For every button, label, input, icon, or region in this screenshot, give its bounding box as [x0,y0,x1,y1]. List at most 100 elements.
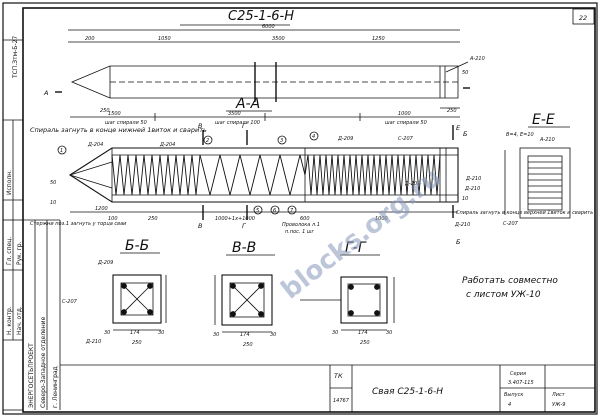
vv-dim-3: 30 [270,332,276,338]
position-5: 5 [256,208,259,214]
dim-wire-note: Проволока л.1 [282,222,320,228]
position-4: 4 [312,134,315,140]
bb-label-1: С-207 [62,299,78,305]
bb-label-3: Д-209 [97,260,113,266]
note-line-1: Работать совместно [462,276,558,286]
dim-right-10: 10 [462,196,468,202]
plan-dim-b: 1050 [158,36,171,42]
plan-dim-overall: 6000 [262,24,275,30]
gg-dim-1: 30 [332,330,338,336]
side-label-4: Рук. гр. [16,241,23,265]
plan-view: 6000 200 1050 3500 1250 А А-210 250 250 … [43,24,485,114]
sheet-number-box [572,8,595,25]
mark-e-top: Е [456,124,461,132]
position-7: 7 [290,208,294,214]
section-b-b: Б-Б С-207 Д-210 Д-209 30 174 30 250 [62,238,167,346]
vv-dim-1: 30 [213,332,219,338]
elevation-title: А-А [235,96,260,112]
rebar-label-5: Д-210 [464,186,480,192]
rebar-label-6: Д-209 [404,181,420,187]
rebar-label-4: С-207 [398,136,414,142]
note-line-2: с листом УЖ-10 [466,290,541,300]
dim-1200: 1200 [95,206,108,212]
sheet-value: УЖ-9 [552,402,565,408]
rebar-label-2: Д-204 [159,142,175,148]
side-label-5: Исполн. [6,170,13,195]
side-label-1: Н. контр. [6,306,13,335]
vv-dim-4: 250 [243,342,253,348]
step-2-length: 3500 [228,111,241,117]
gg-dim-3: 30 [386,330,392,336]
series-label: Серия [510,371,526,377]
issue-label: Выпуск [504,392,523,398]
position-1: 1 [60,148,63,154]
plan-dim-a: 200 [85,36,95,42]
position-3: 3 [280,138,283,144]
section-ee-title: Е-Е [532,112,555,128]
ee-label-1: В=4, Е=10 [506,132,534,138]
inner-frame [22,7,596,413]
section-bb-title: Б-Б [125,238,149,254]
dim-100: 100 [108,216,118,222]
side-stamp: ТСП.Зтм-Б-27 [3,36,23,341]
dim-left-10: 10 [50,200,56,206]
step-3-length: 1000 [398,111,411,117]
elevation-view: 1500 шаг спирали 50 3500 шаг спирали 100… [30,111,593,246]
position-6: 6 [273,208,276,214]
section-v-v: В-В 30 174 30 250 [213,240,276,348]
rebar-label-8: Д-210 [454,222,470,228]
vv-dim-2: 174 [240,332,250,338]
title-block: ЭНЕРГОСЕТЬПРОЕКТ Северо-Западное отделен… [2,170,595,412]
note-hoops: Стержни поз.1 загнуть у торца сваи [30,221,127,227]
rebar-label-9: А-210 [539,137,555,143]
position-2: 2 [206,138,209,144]
mark-g-bottom: Г [242,222,247,230]
note-spiral-right: Спираль загнуть в конце верхней 1виток и… [456,210,593,216]
mark-b-top: В [198,122,203,130]
org-col-3: г. Ленинград [52,366,59,408]
step-1-label: шаг спирали 50 [105,120,147,126]
plan-dim-side: 50 [462,70,468,76]
section-g-g: Г-Г 30 174 30 250 [300,240,395,346]
mark-bb-bottom: Б [456,238,461,246]
sheet-number: 22 [579,14,587,22]
dim-1000: 1000 [375,216,388,222]
section-e-e: Е-Е В=4, Е=10 С-207 [503,112,571,227]
plan-dim-tip: 250 [100,108,110,114]
note-spiral-left: Спираль загнуть в конце нижней 1виток и … [30,126,207,134]
plan-dim-end: 250 [447,108,457,114]
plan-dim-c: 3500 [272,36,285,42]
org-col-2: Северо-Западное отделение [40,316,47,408]
bb-dim-2: 174 [130,330,140,336]
tk-code: 14767 [333,398,350,404]
tk-label: ТК [334,372,343,380]
dim-250: 250 [148,216,158,222]
mark-bb-top: Б [463,130,468,138]
issue-value: 4 [508,402,511,408]
dim-left-50: 50 [50,180,56,186]
drawing-name: Свая С25-1-6-Н [372,387,443,397]
plan-title: С25-1-6-Н [228,9,294,24]
section-vv-title: В-В [232,240,256,256]
side-series-label: ТСП.Зтм-Б-27 [12,36,19,79]
plan-dim-d: 1250 [372,36,385,42]
plan-mark-a: А [43,89,48,97]
step-1-length: 1500 [108,111,121,117]
bb-dim-1: 30 [104,330,110,336]
gg-dim-4: 250 [360,340,370,346]
step-3-label: шаг спирали 50 [385,120,427,126]
bb-dim-4: 250 [132,340,142,346]
dim-wire-note-2: п.пос. 1 шг [285,229,314,235]
step-2-label: шаг спирали 100 [215,120,260,126]
bb-dim-3: 30 [158,330,164,336]
mark-g-top: Г [242,122,247,130]
side-label-3: Гл. спец. [6,237,13,265]
mark-b-bottom: В [198,222,203,230]
dim-combined: 1000+1x+1000 [215,216,255,222]
side-label-2: Нач. отд. [16,306,23,335]
gg-dim-2: 174 [358,330,368,336]
sheet-label: Лист [551,392,566,398]
rebar-label-3: Д-209 [337,136,353,142]
